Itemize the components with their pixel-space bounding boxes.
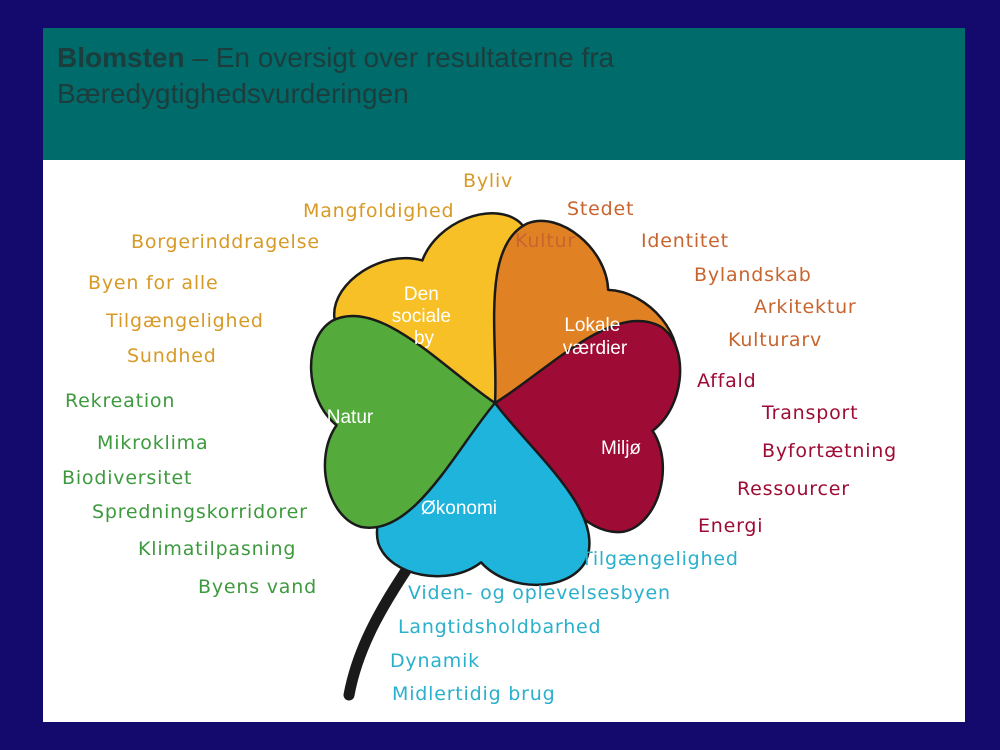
label-spredningskorridorer: Spredningskorridorer xyxy=(92,501,308,523)
label-byen-for-alle: Byen for alle xyxy=(88,272,219,294)
label-mangfoldighed: Mangfoldighed xyxy=(303,200,454,222)
label-bylandskab: Bylandskab xyxy=(694,264,812,286)
label-identitet: Identitet xyxy=(641,230,729,252)
petal-label-natur: Natur xyxy=(327,407,374,428)
petal-label-miljo: Miljø xyxy=(601,438,641,459)
label-byfortaetning: Byfortætning xyxy=(762,440,897,462)
slide-title: Blomsten – En oversigt over resultaterne… xyxy=(57,40,937,112)
slide: Blomsten – En oversigt over resultaterne… xyxy=(43,28,965,722)
label-tilgaengelighed-okonomi: Tilgængelighed xyxy=(580,548,739,570)
label-klimatilpasning: Klimatilpasning xyxy=(138,538,296,560)
label-tilgaengelighed-social: Tilgængelighed xyxy=(105,310,264,332)
petal-label-okonomi: Økonomi xyxy=(421,498,497,519)
title-rest: – En oversigt over resultaterne fra xyxy=(185,42,615,73)
label-ressourcer: Ressourcer xyxy=(737,478,850,500)
label-kulturarv: Kulturarv xyxy=(728,329,822,351)
label-langtidsholdbarhed: Langtidsholdbarhed xyxy=(398,616,601,638)
label-transport: Transport xyxy=(761,402,858,424)
label-midlertidig-brug: Midlertidig brug xyxy=(392,683,555,705)
title-bold: Blomsten xyxy=(57,42,185,73)
flower-diagram: Den sociale by Lokale værdier Miljø Økon… xyxy=(43,160,965,722)
label-arkitektur: Arkitektur xyxy=(754,296,857,318)
label-viden-og-oplevelsesbyen: Viden- og oplevelsesbyen xyxy=(408,582,671,604)
label-rekreation: Rekreation xyxy=(65,390,175,412)
label-kultur: Kultur xyxy=(515,230,576,252)
label-biodiversitet: Biodiversitet xyxy=(62,467,192,489)
label-byens-vand: Byens vand xyxy=(198,576,317,598)
title-line2: Bæredygtighedsvurderingen xyxy=(57,78,409,109)
label-affald: Affald xyxy=(697,370,756,392)
label-mikroklima: Mikroklima xyxy=(97,432,208,454)
label-byliv: Byliv xyxy=(463,170,513,192)
label-stedet: Stedet xyxy=(567,198,634,220)
label-dynamik: Dynamik xyxy=(390,650,480,672)
title-bar: Blomsten – En oversigt over resultaterne… xyxy=(43,28,965,160)
label-sundhed: Sundhed xyxy=(127,345,217,367)
label-energi: Energi xyxy=(698,515,763,537)
label-borgerinddragelse: Borgerinddragelse xyxy=(131,231,320,253)
